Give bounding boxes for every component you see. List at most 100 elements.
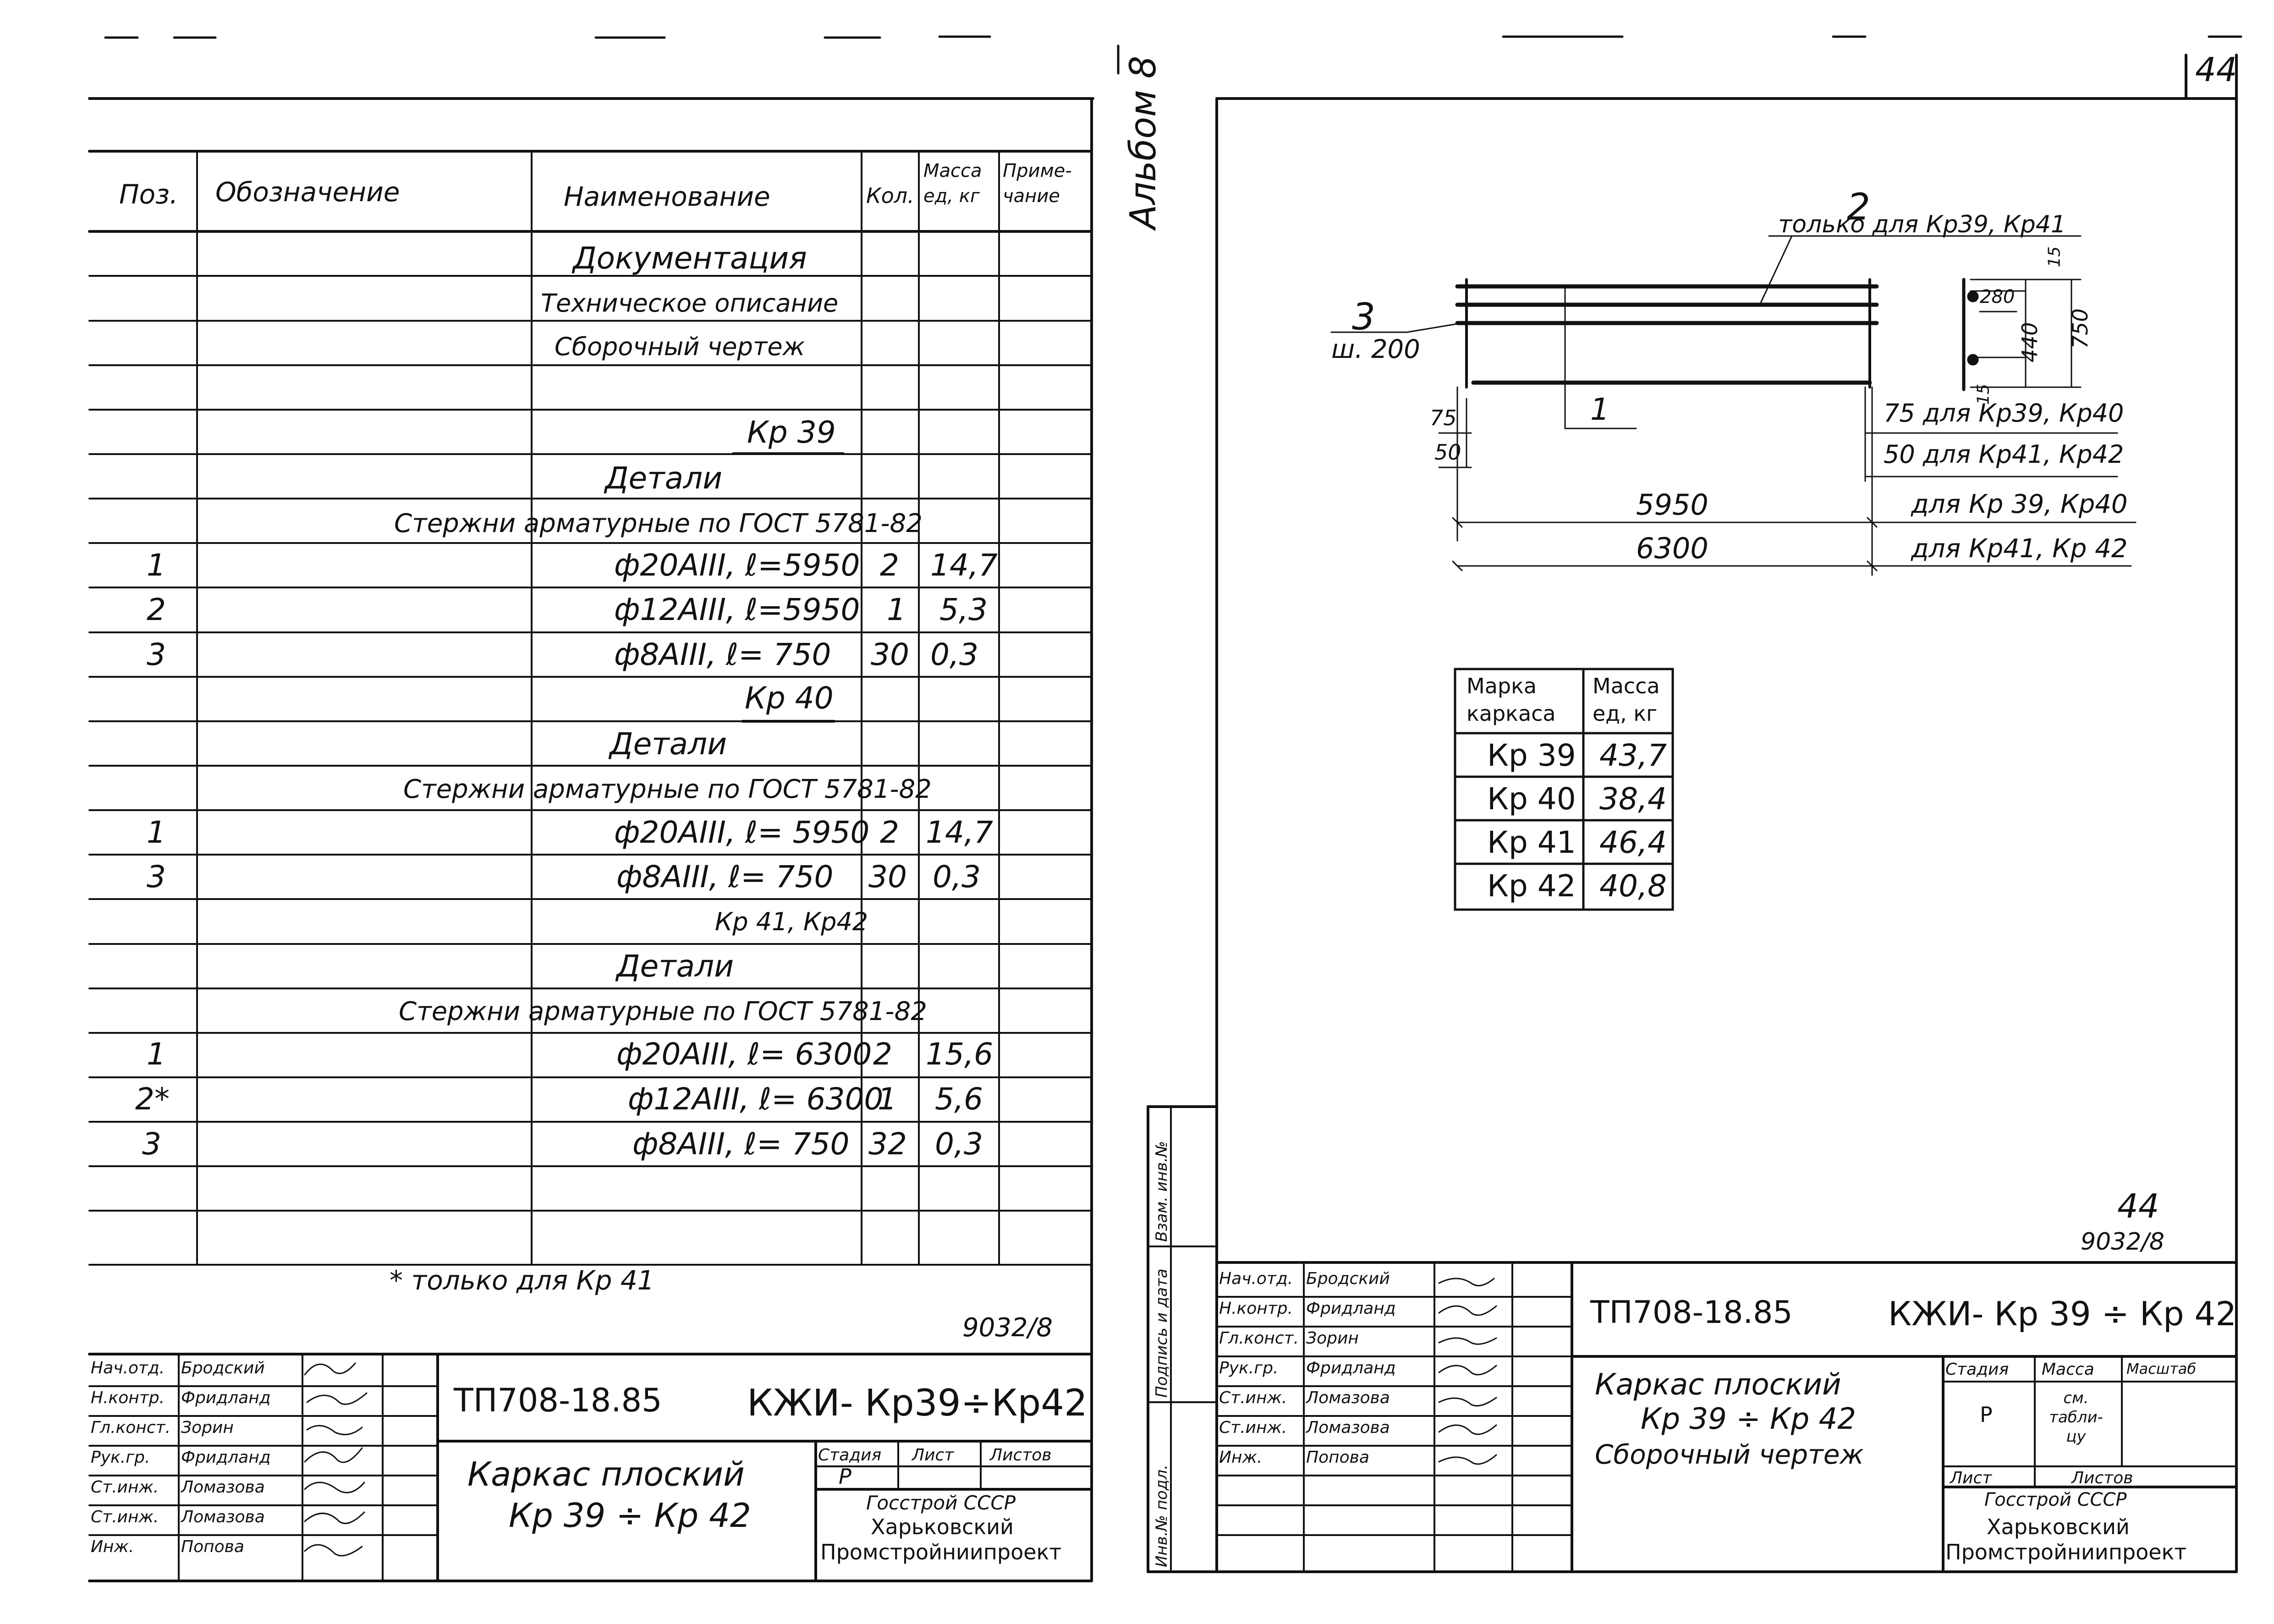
mass-table-header-mark-1: Марка: [1467, 674, 1537, 698]
person-name: Попова: [1306, 1448, 1369, 1467]
row-documentation: Документация: [573, 241, 807, 276]
dim-750: 750: [2067, 308, 2093, 349]
row-mass: 14,7: [926, 815, 993, 850]
mass-table-header-mark-2: каркаса: [1467, 701, 1556, 726]
header-name: Наименование: [564, 181, 770, 212]
role-label: Ст.инж.: [1219, 1418, 1287, 1437]
row-name: ф20АIII, ℓ=5950: [614, 548, 860, 583]
dim-50-note: 50 для Кр41, Кр42: [1884, 440, 2124, 469]
person-name: Попова: [181, 1537, 244, 1556]
archive-number: 9032/8: [2081, 1228, 2164, 1256]
row-mass: 0,3: [933, 859, 981, 894]
row-mass: 0,3: [935, 1126, 983, 1162]
row-name: ф12АIII, ℓ=5950: [614, 592, 860, 627]
role-label: Нач.отд.: [1219, 1269, 1293, 1288]
role-label: Рук.гр.: [91, 1448, 150, 1467]
dim-5950: 5950: [1636, 488, 1708, 521]
mass-table-mass: 46,4: [1599, 825, 1667, 860]
row-kr40: Кр 40: [745, 680, 834, 716]
org-line3: Промстройниипроект: [1945, 1540, 2187, 1564]
mass-table-mass: 38,4: [1599, 781, 1667, 817]
row-name: ф8АIII, ℓ= 750: [616, 859, 834, 894]
header-mass-2: ед, кг: [923, 186, 980, 207]
drawing-title-line2: Кр 39 ÷ Кр 42: [1641, 1402, 1856, 1436]
dim-75-note: 75 для Кр39, Кр40: [1884, 399, 2124, 428]
row-pos: 2: [147, 592, 166, 627]
drawing-title-line1: Каркас плоский: [1595, 1368, 1841, 1402]
person-name: Фридланд: [1306, 1359, 1396, 1377]
row-qty: 2: [880, 815, 899, 850]
row-qty: 1: [878, 1081, 897, 1117]
row-name: ф12АIII, ℓ= 6300: [628, 1081, 884, 1117]
callout-3: 3: [1352, 296, 1375, 338]
header-note-2: чание: [1003, 186, 1060, 207]
header-pos: Поз.: [119, 179, 178, 210]
dim-50-left: 50: [1434, 440, 1461, 465]
person-name: Ломазова: [1306, 1418, 1390, 1437]
stage-value: Р: [1980, 1402, 1993, 1427]
row-pos: 1: [147, 548, 166, 583]
mass-table-header-mass-1: Масса: [1593, 674, 1660, 698]
row-qty: 30: [868, 859, 907, 894]
person-name: Зорин: [1306, 1329, 1359, 1348]
org-line1: Госстрой СССР: [1984, 1489, 2127, 1510]
sheets-label: Листов: [990, 1446, 1052, 1465]
dim-15: 15: [2045, 246, 2064, 268]
row-pos: 1: [147, 1037, 166, 1072]
role-label: Инж.: [91, 1537, 134, 1556]
page-number: 44: [2117, 1187, 2159, 1225]
callout-2-note: только для Кр39, Кр41: [1778, 211, 2066, 238]
row-mass: 5,3: [939, 592, 988, 627]
person-name: Фридланд: [181, 1388, 271, 1407]
dim-6300-note: для Кр41, Кр 42: [1911, 534, 2128, 564]
sheet-label: Лист: [912, 1446, 954, 1465]
person-name: Бродский: [1306, 1269, 1390, 1288]
mass-table-mark: Кр 42: [1487, 868, 1576, 904]
person-name: Ломазова: [181, 1508, 265, 1526]
role-label: Гл.конст.: [91, 1418, 171, 1437]
archive-number: 9032/8: [962, 1313, 1053, 1343]
stage-label: Стадия: [1945, 1360, 2009, 1379]
doc-mark: КЖИ- Кр 39 ÷ Кр 42: [1888, 1295, 2237, 1333]
row-name: ф20АIII, ℓ= 6300: [616, 1037, 872, 1072]
role-label: Гл.конст.: [1219, 1329, 1299, 1348]
mass-table-mass: 43,7: [1599, 738, 1667, 773]
person-name: Зорин: [181, 1418, 234, 1437]
row-details-1: Детали: [605, 461, 723, 496]
row-tech-description: Техническое описание: [541, 289, 839, 318]
role-label: Ст.инж.: [91, 1508, 159, 1526]
side-stamp-inv: Инв.№ подл.: [1153, 1465, 1171, 1567]
dim-75-left: 75: [1430, 406, 1457, 430]
row-kr39: Кр 39: [747, 415, 836, 450]
side-stamp-replace: Взам. инв.№: [1153, 1141, 1171, 1242]
row-qty: 2: [880, 548, 899, 583]
row-mass: 15,6: [926, 1037, 993, 1072]
header-designation: Обозначение: [215, 176, 400, 208]
drawing-title-line2: Кр 39 ÷ Кр 42: [509, 1496, 751, 1535]
row-details-2: Детали: [610, 726, 727, 762]
row-details-3: Детали: [616, 949, 734, 984]
row-mass: 0,3: [930, 637, 978, 672]
callout-1: 1: [1590, 392, 1609, 427]
row-pos: 3: [142, 1126, 161, 1162]
header-mass-1: Масса: [923, 160, 982, 181]
mass-table-header-mass-2: ед, кг: [1593, 701, 1658, 726]
stage-label: Стадия: [818, 1446, 882, 1465]
mass-label: Масса: [2042, 1360, 2094, 1379]
doc-mark: КЖИ- Кр39÷Кр42: [747, 1382, 1088, 1424]
stage-value: Р: [839, 1464, 851, 1489]
mass-table-mark: Кр 40: [1487, 781, 1576, 817]
sheet-label: Лист: [1950, 1469, 1992, 1487]
mass-table-mark: Кр 41: [1487, 825, 1576, 860]
footnote: * только для Кр 41: [390, 1265, 654, 1296]
person-name: Ломазова: [1306, 1388, 1390, 1407]
side-stamp-sign-date: Подпись и дата: [1153, 1268, 1171, 1398]
sheet-number: 44: [2195, 50, 2237, 89]
sheets-label: Листов: [2071, 1469, 2133, 1487]
person-name: Фридланд: [181, 1448, 271, 1467]
row-pos: 1: [147, 815, 166, 850]
callout-2: 2: [1847, 186, 1870, 228]
drawing-title-line3: Сборочный чертеж: [1595, 1439, 1864, 1470]
role-label: Н.контр.: [1219, 1299, 1293, 1318]
doc-code: ТП708-18.85: [454, 1382, 662, 1419]
